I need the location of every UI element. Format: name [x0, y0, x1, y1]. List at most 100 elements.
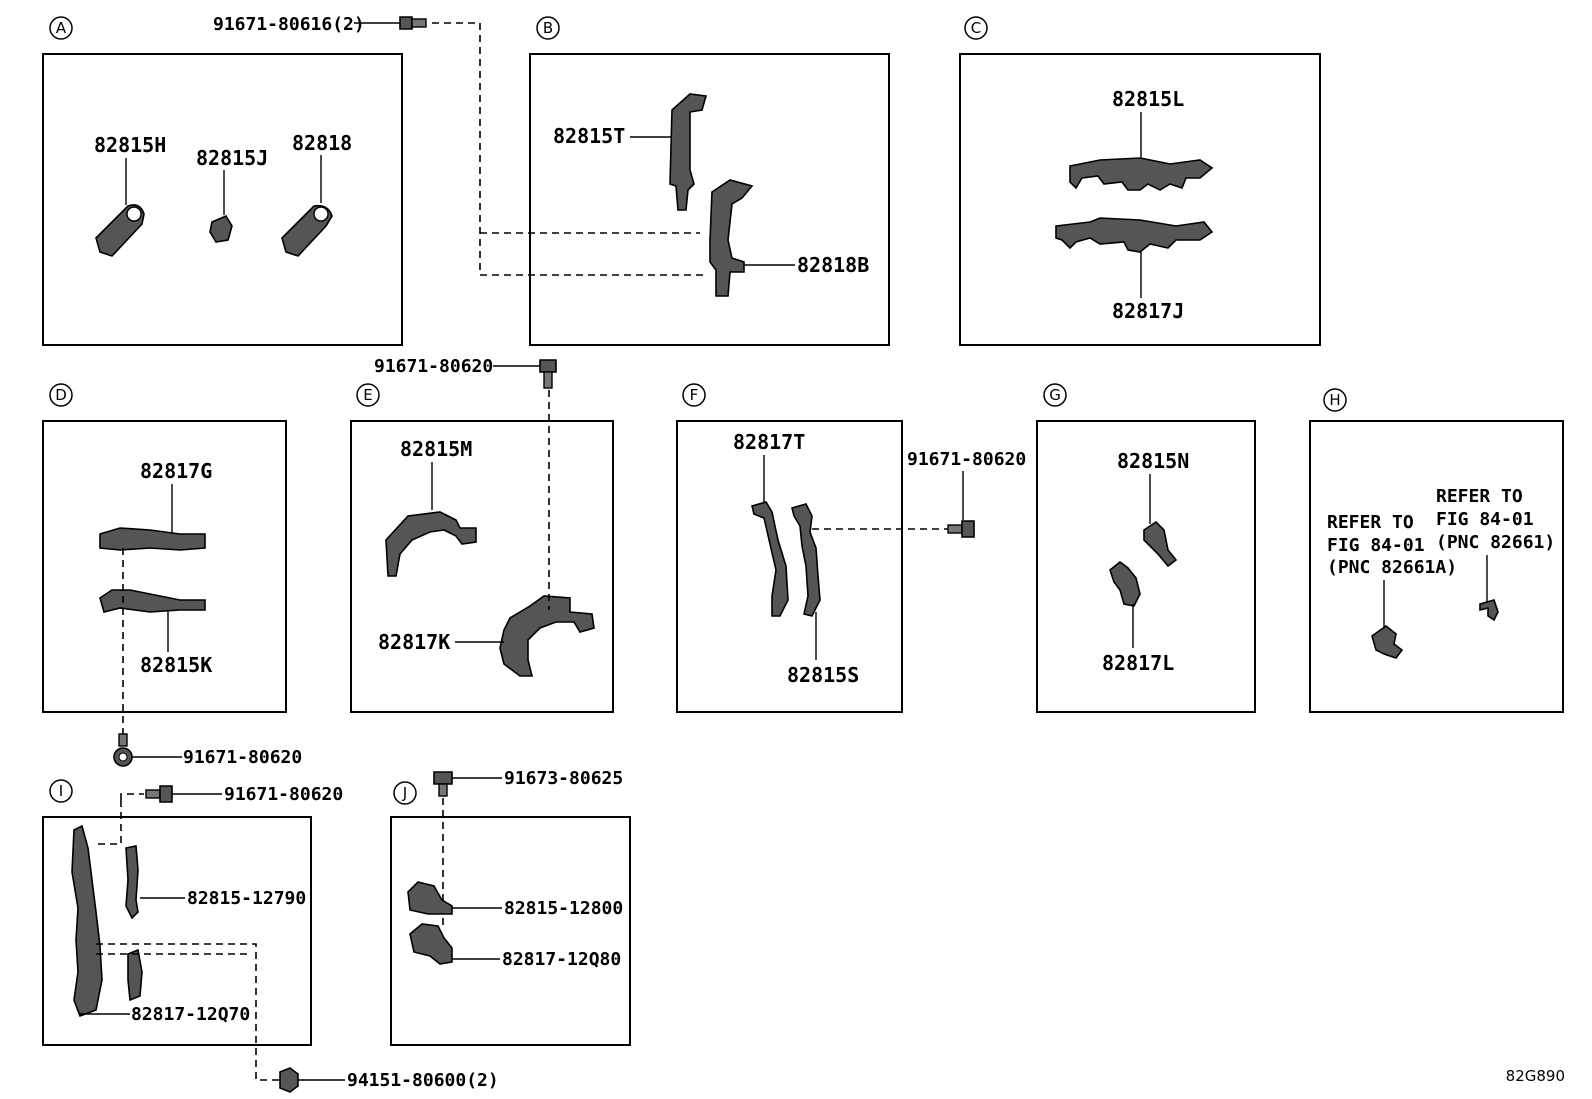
part-label-82815-12790[interactable]: 82815-12790	[187, 888, 306, 909]
section-j-box	[390, 816, 631, 1046]
section-f-letter: F	[690, 386, 699, 404]
section-h-box	[1309, 420, 1564, 713]
part-82817t-bracket	[751, 501, 789, 617]
section-c: C 82815L 82817J	[959, 16, 1321, 346]
section-e-letter: E	[363, 386, 372, 404]
part-label-94151-80600[interactable]: 94151-80600(2)	[347, 1070, 499, 1091]
bolt-91671-80616: 91671-80616(2)	[213, 14, 705, 276]
section-h: H REFER TO FIG 84-01 (PNC 82661A) REFER …	[1309, 388, 1564, 713]
section-f-box	[676, 420, 903, 713]
part-82815m-bracket	[385, 511, 477, 577]
h-ref2-line2[interactable]: FIG 84-01	[1436, 509, 1534, 530]
part-82815-12800-clamp	[407, 881, 453, 915]
section-b-box	[529, 53, 890, 346]
section-e: E 82815M 82817K	[350, 383, 614, 713]
part-82815t-bracket	[669, 93, 708, 211]
section-j: J 82815-12800 82817-12Q80	[390, 781, 631, 1046]
part-82815l-bracket	[1069, 157, 1214, 191]
section-f-marker	[682, 383, 706, 407]
part-label-82817g[interactable]: 82817G	[140, 459, 212, 483]
part-label-91671-80620-f[interactable]: 91671-80620	[907, 449, 1026, 470]
part-label-82815h[interactable]: 82815H	[94, 133, 166, 157]
part-label-82815t[interactable]: 82815T	[553, 124, 625, 148]
part-label-82815l[interactable]: 82815L	[1112, 87, 1184, 111]
section-d-letter: D	[55, 386, 67, 404]
section-b-letter: B	[543, 19, 553, 37]
h-ref1-line1: REFER TO	[1327, 512, 1414, 533]
section-c-letter: C	[971, 19, 981, 37]
part-label-82818b[interactable]: 82818B	[797, 253, 869, 277]
section-f: F 82817T 82815S	[676, 383, 955, 713]
part-82815-12790-lower	[127, 948, 143, 1002]
section-g: G 82815N 82817L	[1036, 383, 1256, 713]
section-g-marker	[1043, 383, 1067, 407]
part-label-91673-80625[interactable]: 91673-80625	[504, 768, 623, 789]
h-ref1-line2[interactable]: FIG 84-01	[1327, 535, 1425, 556]
part-label-82815m[interactable]: 82815M	[400, 437, 472, 461]
part-82817l-clip	[1109, 560, 1141, 607]
part-label-82818[interactable]: 82818	[292, 131, 352, 155]
part-82815s-bracket	[791, 503, 821, 617]
part-82818b-bracket	[709, 179, 754, 297]
h-ref1-line3[interactable]: (PNC 82661A)	[1327, 557, 1457, 578]
figure-code: 82G890	[1506, 1067, 1565, 1085]
part-82817j-bracket	[1055, 217, 1214, 253]
h-ref2-line3[interactable]: (PNC 82661)	[1436, 532, 1555, 553]
part-label-82817l[interactable]: 82817L	[1102, 651, 1174, 675]
section-e-marker	[356, 383, 380, 407]
part-label-91671-80620-d[interactable]: 91671-80620	[183, 747, 302, 768]
section-d-marker	[49, 383, 73, 407]
part-label-91671-80620-i[interactable]: 91671-80620	[224, 784, 343, 805]
part-label-82815n[interactable]: 82815N	[1117, 449, 1189, 473]
part-label-82817t[interactable]: 82817T	[733, 430, 805, 454]
part-82815k-bracket	[99, 589, 206, 613]
part-82815j-clip	[209, 214, 233, 243]
part-label-82815k[interactable]: 82815K	[140, 653, 212, 677]
section-i: I 82815-12790 82817-12Q70	[42, 779, 312, 1081]
section-c-marker	[964, 16, 988, 40]
part-label-91671-80620-e[interactable]: 91671-80620	[374, 356, 493, 377]
section-i-letter: I	[59, 782, 63, 800]
part-label-82817j[interactable]: 82817J	[1112, 299, 1184, 323]
section-j-marker	[393, 781, 417, 805]
bolt-91671-80620-e: 91671-80620	[374, 356, 557, 610]
bolt-91671-80620-i: 91671-80620	[120, 784, 343, 805]
h-ref2-line1: REFER TO	[1436, 486, 1523, 507]
section-i-box	[42, 816, 312, 1046]
part-82817g-bracket	[99, 527, 206, 551]
section-c-box	[959, 53, 1321, 346]
section-a-marker	[49, 16, 73, 40]
section-e-box	[350, 420, 614, 713]
part-label-82815j[interactable]: 82815J	[196, 146, 268, 170]
part-label-82815-12800[interactable]: 82815-12800	[504, 898, 623, 919]
section-h-letter: H	[1329, 391, 1340, 409]
part-82661a	[1371, 624, 1404, 659]
nut-94151-80600: 94151-80600(2)	[279, 1067, 499, 1093]
section-g-letter: G	[1049, 386, 1061, 404]
section-i-marker	[49, 779, 73, 803]
section-g-box	[1036, 420, 1256, 713]
bolt-91671-80620-f: 91671-80620	[907, 449, 1026, 538]
section-b-marker	[536, 16, 560, 40]
part-82815h-clamp	[95, 204, 145, 257]
section-h-marker	[1323, 388, 1347, 412]
part-label-82817-12q70[interactable]: 82817-12Q70	[131, 1004, 250, 1025]
part-82817k-bracket	[499, 595, 595, 677]
part-label-82817k[interactable]: 82817K	[378, 630, 450, 654]
section-d-box	[42, 420, 287, 713]
section-j-letter: J	[402, 784, 407, 802]
section-a: A 82815H 82815J 82818	[42, 16, 403, 346]
part-label-82815s[interactable]: 82815S	[787, 663, 859, 687]
part-label-91671-80616[interactable]: 91671-80616(2)	[213, 14, 365, 35]
part-82818-clamp	[281, 204, 333, 257]
section-b: B 82815T 82818B	[529, 16, 890, 346]
part-82815-12790-bracket	[125, 845, 139, 920]
section-a-box	[42, 53, 403, 346]
section-a-letter: A	[56, 19, 67, 37]
part-82661	[1479, 599, 1499, 622]
bolt-91671-80620-d: 91671-80620	[113, 733, 302, 768]
part-82817-12q80-clamp	[409, 923, 453, 965]
section-d: D 82817G 82815K	[42, 383, 287, 738]
part-label-82817-12q80[interactable]: 82817-12Q80	[502, 949, 621, 970]
